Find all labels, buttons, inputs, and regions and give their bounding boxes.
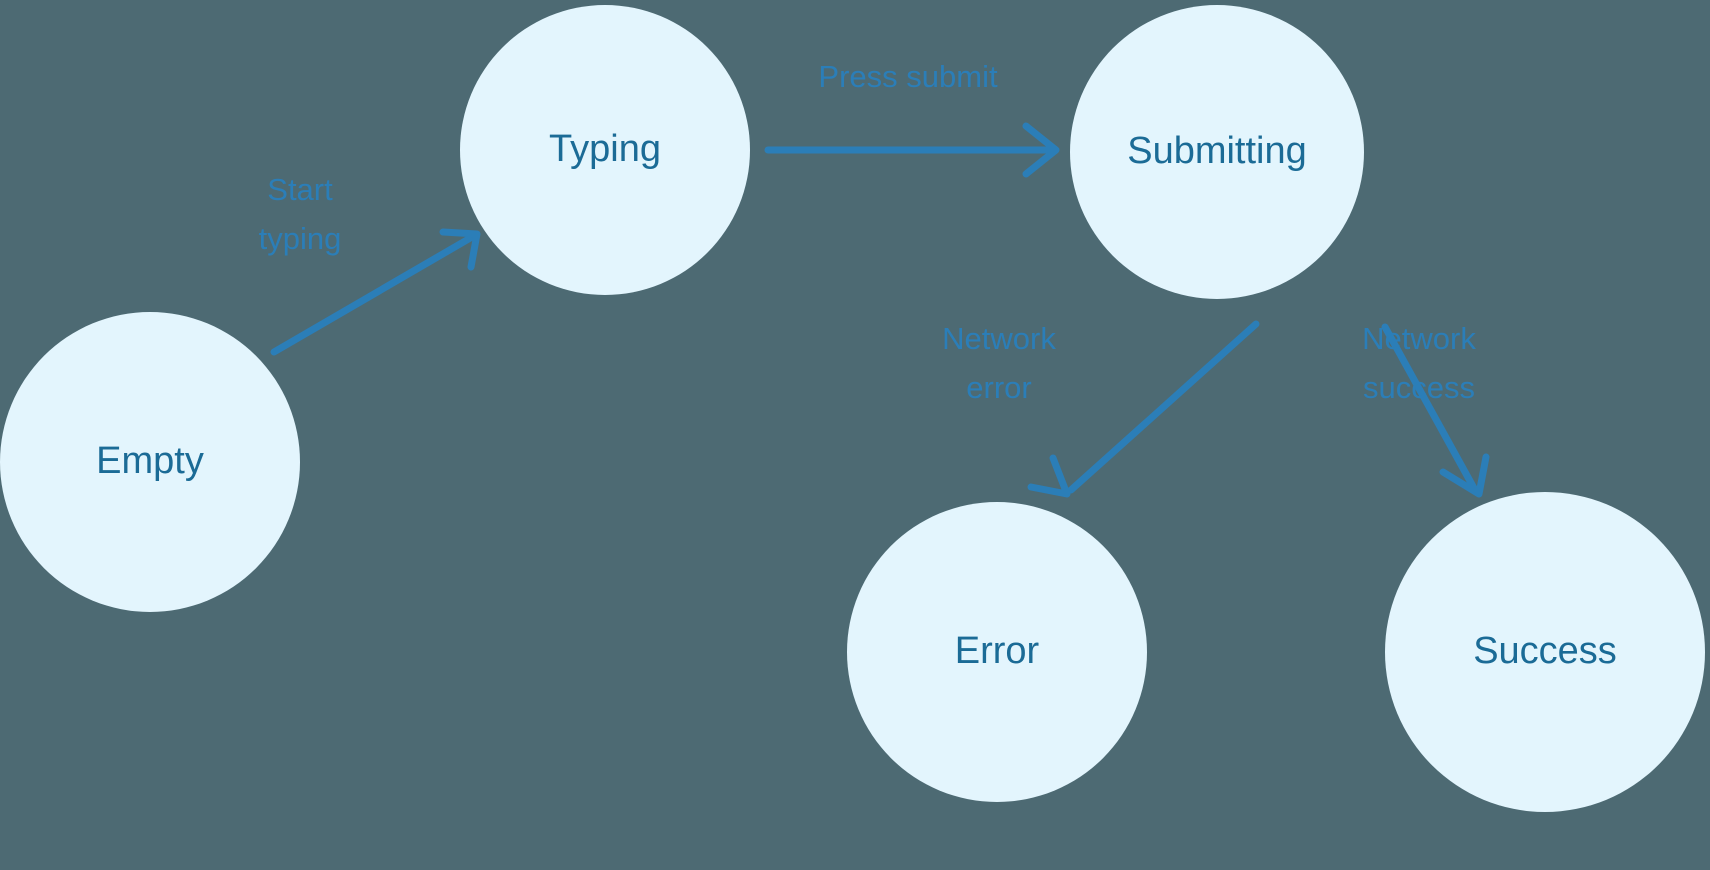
edge-label-submitting-to-error: Network error bbox=[942, 321, 1056, 405]
edge-submitting-to-error-arrowhead bbox=[1027, 454, 1071, 498]
node-success-circle bbox=[1385, 492, 1705, 812]
edge-empty-to-typing-arrowhead bbox=[439, 228, 481, 271]
node-empty-label: Empty bbox=[96, 440, 204, 482]
edge-label-network-error-line1: Network bbox=[942, 321, 1056, 356]
node-success-label: Success bbox=[1473, 630, 1617, 672]
node-typing-label: Typing bbox=[549, 128, 661, 170]
edge-label-submitting-to-success: Network success bbox=[1362, 321, 1476, 405]
node-submitting-label: Submitting bbox=[1127, 130, 1307, 172]
edge-label-empty-to-typing: Start typing bbox=[259, 172, 342, 256]
node-submitting[interactable]: Submitting bbox=[1070, 5, 1364, 299]
edge-typing-to-submitting[interactable] bbox=[764, 122, 1060, 178]
edge-submitting-to-success-line bbox=[1381, 323, 1479, 494]
edge-typing-to-submitting-arrowhead bbox=[1022, 122, 1060, 178]
edge-label-press-submit-line1: Press submit bbox=[818, 59, 998, 94]
edge-empty-to-typing-line bbox=[270, 233, 476, 356]
edge-label-start-typing-line1: Start bbox=[267, 172, 333, 207]
node-error-label: Error bbox=[955, 630, 1040, 672]
edge-label-start-typing-line2: typing bbox=[259, 221, 342, 256]
edge-submitting-to-success[interactable] bbox=[1381, 323, 1490, 498]
edge-label-network-success-line1: Network bbox=[1362, 321, 1476, 356]
node-error-circle bbox=[847, 502, 1147, 802]
edge-label-network-error-line2: error bbox=[966, 370, 1031, 405]
edge-label-typing-to-submitting: Press submit bbox=[818, 59, 998, 94]
node-success[interactable]: Success bbox=[1385, 492, 1705, 812]
node-error[interactable]: Error bbox=[847, 502, 1147, 802]
edge-empty-to-typing[interactable] bbox=[270, 228, 481, 356]
edge-label-network-success-line2: success bbox=[1363, 370, 1475, 405]
node-empty-circle bbox=[0, 312, 300, 612]
edge-submitting-to-error-line bbox=[1067, 320, 1260, 494]
node-empty[interactable]: Empty bbox=[0, 312, 300, 612]
node-typing[interactable]: Typing bbox=[460, 5, 750, 295]
node-typing-circle bbox=[460, 5, 750, 295]
node-submitting-circle bbox=[1070, 5, 1364, 299]
edge-submitting-to-error[interactable] bbox=[1027, 320, 1260, 498]
edge-submitting-to-success-arrowhead bbox=[1439, 453, 1490, 498]
